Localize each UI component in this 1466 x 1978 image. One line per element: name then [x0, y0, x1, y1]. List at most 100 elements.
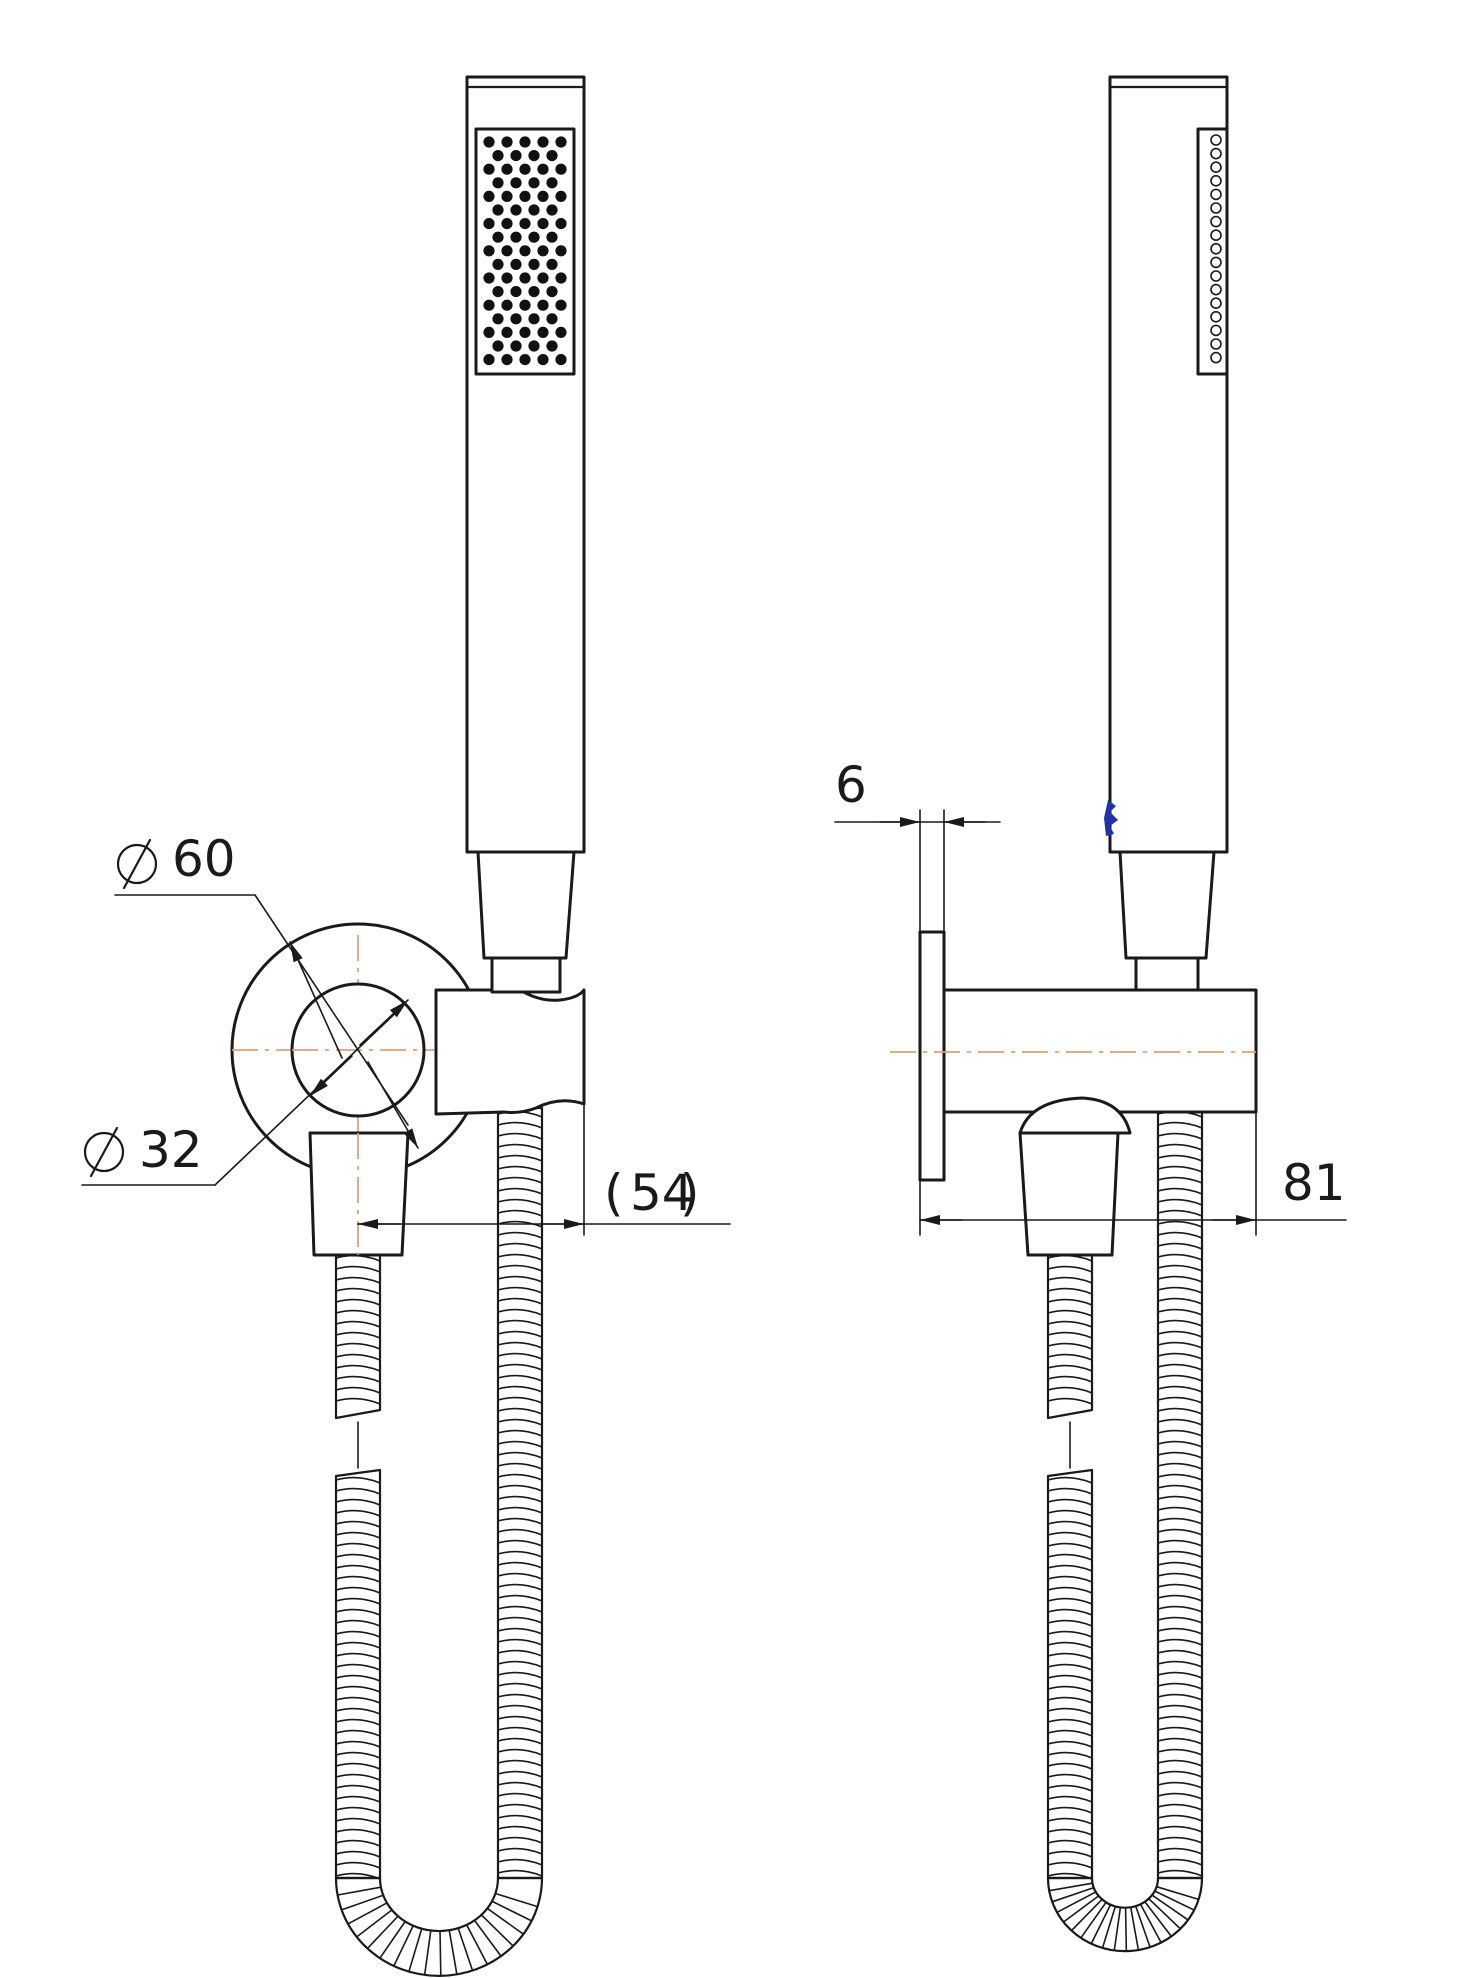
- hose-rib: [497, 1528, 543, 1536]
- hose-rib: [1157, 1374, 1203, 1382]
- side-outlet-dome: [1018, 1096, 1132, 1135]
- hose-rib: [1157, 1748, 1203, 1756]
- hose-rib: [497, 1627, 543, 1635]
- spray-nozzle: [555, 245, 567, 257]
- spray-nozzle: [528, 313, 540, 325]
- hose-rib: [335, 1487, 381, 1495]
- hose-rib: [1157, 1759, 1203, 1767]
- dim-54-value: 54: [630, 1164, 694, 1222]
- spray-nozzle: [528, 286, 540, 298]
- hose-rib: [497, 1660, 543, 1668]
- hose-rib: [1157, 1638, 1203, 1646]
- spray-nozzle: [501, 326, 513, 338]
- hose-rib: [335, 1276, 381, 1284]
- dim-6-value: 6: [835, 756, 867, 814]
- hose-rib: [1047, 1353, 1093, 1361]
- hose-rib: [335, 1575, 381, 1583]
- side-nozzle: [1210, 215, 1222, 228]
- hose-rib: [1157, 1660, 1203, 1668]
- side-nozzle: [1210, 134, 1222, 146]
- hose-rib: [497, 1154, 543, 1162]
- hose-rib: [1047, 1751, 1093, 1759]
- spray-nozzle: [501, 245, 513, 257]
- hose-rib: [497, 1418, 543, 1426]
- hose-rib: [408, 1927, 423, 1973]
- hose-rib: [335, 1386, 381, 1394]
- spray-nozzle: [519, 245, 531, 257]
- hose-rib: [335, 1718, 381, 1726]
- hose-rib: [1157, 1627, 1203, 1635]
- hose-rib: [1047, 1707, 1093, 1715]
- hose-rib: [335, 1795, 381, 1803]
- hose-rib: [1157, 1858, 1203, 1866]
- spray-nozzle: [555, 136, 567, 148]
- side-nozzle: [1210, 297, 1222, 310]
- hose-rib: [1056, 1891, 1097, 1914]
- hose-rib: [497, 1638, 543, 1646]
- hose-rib: [497, 1385, 543, 1393]
- hose-segment: [334, 1468, 382, 1880]
- hose-rib: [1157, 1550, 1203, 1558]
- spray-nozzle: [483, 163, 495, 175]
- hose-rib: [1070, 1898, 1103, 1932]
- hose-rib: [497, 1869, 543, 1877]
- hose-rib: [1157, 1682, 1203, 1690]
- hose-rib: [335, 1773, 381, 1781]
- hose-rib: [497, 1704, 543, 1712]
- spray-nozzle: [501, 218, 513, 230]
- hose-rib: [1157, 1418, 1203, 1426]
- hose-rib: [1157, 1770, 1203, 1778]
- hose-rib: [439, 1930, 442, 1977]
- hose-rib: [1157, 1341, 1203, 1349]
- hose-rib: [1047, 1575, 1093, 1583]
- hose-rib: [1157, 1385, 1203, 1393]
- hose-rib: [1047, 1498, 1093, 1506]
- spray-nozzle: [501, 299, 513, 311]
- spray-nozzle: [546, 204, 558, 216]
- hose-rib: [473, 1919, 502, 1957]
- spray-nozzle: [537, 245, 549, 257]
- front-holder-body: [434, 988, 586, 1116]
- spray-nozzle: [537, 326, 549, 338]
- hose-rib: [1047, 1795, 1093, 1803]
- hose-rib: [1047, 1641, 1093, 1649]
- hose-rib: [335, 1597, 381, 1605]
- hose-rib: [1047, 1509, 1093, 1517]
- hose-rib: [1157, 1253, 1203, 1261]
- hose-rib: [1090, 1903, 1112, 1945]
- hose-rib: [497, 1143, 543, 1151]
- hose-rib: [1144, 1900, 1173, 1938]
- spray-nozzle: [537, 272, 549, 284]
- front-spray-nozzles: [483, 136, 567, 366]
- hose-rib: [1157, 1792, 1203, 1800]
- hose-rib: [1157, 1671, 1203, 1679]
- spray-nozzle: [528, 340, 540, 352]
- hose-rib: [1157, 1198, 1203, 1206]
- hose-rib: [1151, 1894, 1189, 1921]
- hose-rib: [366, 1915, 399, 1950]
- spray-nozzle: [555, 190, 567, 202]
- spray-nozzle: [519, 354, 531, 366]
- hose-rib: [497, 1825, 543, 1833]
- hose-rib: [1157, 1495, 1203, 1503]
- hose-rib: [1047, 1806, 1093, 1814]
- hose-rib: [497, 1484, 543, 1492]
- spray-nozzle: [510, 258, 522, 270]
- hose-rib: [1047, 1784, 1093, 1792]
- hose-rib: [1157, 1451, 1203, 1459]
- dim-54-close-paren: ): [680, 1164, 700, 1222]
- hose-rib: [1047, 1696, 1093, 1704]
- hose-rib: [497, 1495, 543, 1503]
- dim-dia60-arrow: [289, 941, 343, 1059]
- hose-rib: [335, 1828, 381, 1836]
- side-nozzle: [1210, 338, 1222, 350]
- hose-rib: [1157, 1605, 1203, 1613]
- hose-rib: [1157, 1308, 1203, 1316]
- hose-rib: [1047, 1542, 1093, 1550]
- hose-rib: [1157, 1363, 1203, 1371]
- hose-rib: [335, 1586, 381, 1594]
- hose-rib: [494, 1892, 539, 1908]
- hose-rib: [335, 1652, 381, 1660]
- hose-rib: [497, 1715, 543, 1723]
- hose-rib: [497, 1737, 543, 1745]
